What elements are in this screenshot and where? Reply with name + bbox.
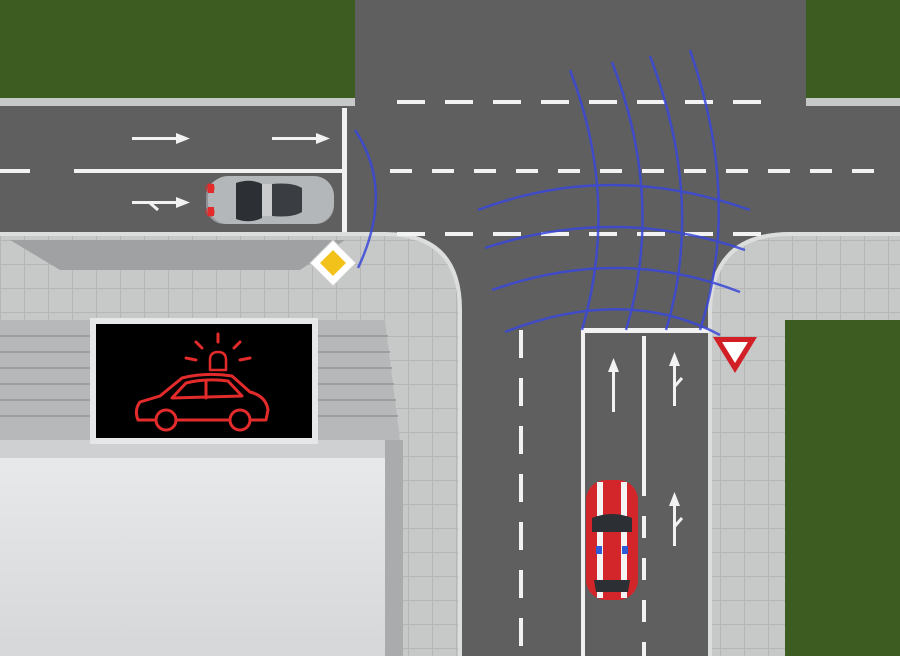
lane-markings-vertical <box>519 328 709 656</box>
emergency-vehicle-warning-icon <box>134 332 270 432</box>
emergency-vehicle <box>586 480 638 600</box>
emergency-warning-display <box>90 318 318 444</box>
arrow-straight-icon <box>272 133 330 144</box>
signal-waves <box>353 49 751 337</box>
arrow-straight-or-turn-icon <box>669 492 684 546</box>
arrow-straight-or-turn-icon <box>132 197 190 212</box>
arrow-straight-icon <box>608 358 619 412</box>
grass-bottom-right <box>785 320 900 656</box>
lane-markings-horizontal <box>0 100 874 236</box>
curb-bottom-left <box>0 232 462 656</box>
grass-top-left <box>0 0 355 106</box>
silver-car <box>205 176 334 224</box>
sidewalk-ramp <box>10 240 345 270</box>
yield-sign-icon <box>713 337 757 373</box>
priority-road-sign-icon <box>309 239 357 287</box>
arrow-straight-or-turn-icon <box>669 352 684 406</box>
grass-top-right <box>806 0 900 106</box>
arrow-straight-icon <box>132 133 190 144</box>
curb-bottom-right <box>708 232 900 656</box>
